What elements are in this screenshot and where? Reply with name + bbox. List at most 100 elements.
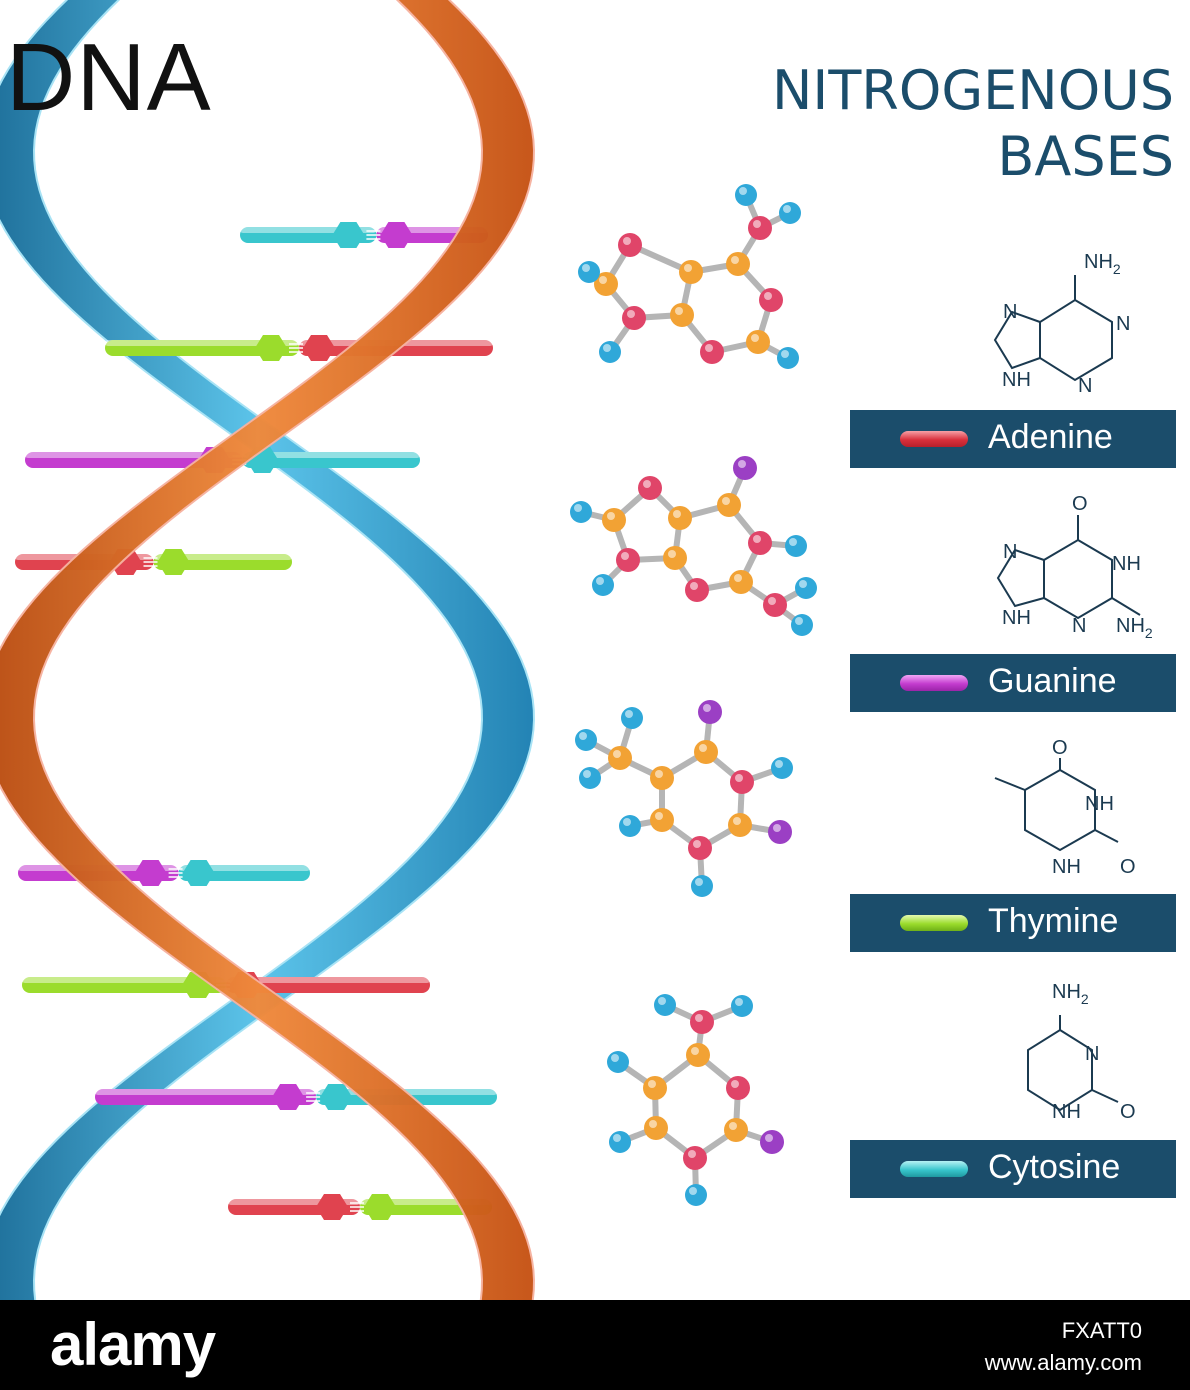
atom-highlight <box>768 597 776 605</box>
methyl-bond <box>994 777 1026 791</box>
rung-highlight <box>226 977 430 983</box>
rung-connector-left <box>316 1194 348 1220</box>
cytosine-molecule <box>607 994 784 1206</box>
atom-highlight <box>789 538 797 546</box>
carbon-atom <box>643 1076 667 1100</box>
atom-highlight <box>621 552 629 560</box>
hydrogen-atom <box>731 995 753 1017</box>
legend-thymine: Thymine <box>850 894 1176 952</box>
formula-text: NH2 <box>1052 981 1089 1007</box>
hydrogen-atom <box>599 341 621 363</box>
rung-connector-right <box>182 860 215 886</box>
adenine-molecule <box>578 184 801 369</box>
nitrogen-atom <box>688 836 712 860</box>
blue-strand <box>0 0 535 1300</box>
formula-text: O <box>1072 493 1088 515</box>
base-pair-rung <box>228 1194 492 1220</box>
guanine-color-pill <box>900 675 968 691</box>
oxygen-atom <box>760 1130 784 1154</box>
alamy-logo: alamy <box>50 1311 216 1378</box>
atom-highlight <box>688 1150 696 1158</box>
rung-left-segment <box>25 452 243 468</box>
nitrogen-atom <box>690 1010 714 1034</box>
atom-highlight <box>655 812 663 820</box>
atom-highlight <box>613 1134 621 1142</box>
atom-highlight <box>623 237 631 245</box>
hydrogen-atom <box>685 1184 707 1206</box>
watermark-site: www.alamy.com <box>984 1350 1142 1375</box>
atom-highlight <box>668 550 676 558</box>
formula-text: NH <box>1052 856 1081 878</box>
atom-highlight <box>738 460 746 468</box>
adenine-label: Adenine <box>988 418 1113 456</box>
orange-strand <box>0 0 535 1300</box>
atom-highlight <box>582 264 590 272</box>
hydrogen-atom <box>619 815 641 837</box>
nitrogen-atom <box>759 288 783 312</box>
rung-connector-right <box>364 1194 396 1220</box>
atom-highlight <box>795 617 803 625</box>
rung-left-segment <box>95 1089 317 1105</box>
carbon-atom <box>729 570 753 594</box>
atom-highlight <box>705 344 713 352</box>
formula-text: NH <box>1002 607 1031 629</box>
atom-highlight <box>583 770 591 778</box>
hydrogen-atom <box>795 577 817 599</box>
formula-text: O <box>1052 737 1068 759</box>
legend-cytosine: Cytosine <box>850 1140 1176 1198</box>
formula-text: N <box>1116 313 1130 335</box>
atom-highlight <box>693 840 701 848</box>
rung-connector-right <box>157 549 190 575</box>
hydrogen-atom <box>609 1131 631 1153</box>
hydrogen-atom <box>592 574 614 596</box>
thymine-label: Thymine <box>988 902 1119 940</box>
hydrogen-atom <box>785 535 807 557</box>
thymine-molecule <box>575 700 793 897</box>
formula-text: NH <box>1112 553 1141 575</box>
subscript-2: 2 <box>1081 991 1089 1007</box>
atom-highlight <box>775 760 783 768</box>
oxygen-atom <box>698 700 722 724</box>
helix-back-strands <box>0 0 535 1300</box>
nitrogen-atom <box>700 340 724 364</box>
atom-highlight <box>611 1054 619 1062</box>
atom-highlight <box>625 710 633 718</box>
ball-and-stick-molecules <box>570 184 817 1206</box>
formula-text: NH2 <box>1116 615 1153 641</box>
hydrogen-atom <box>654 994 676 1016</box>
atom-highlight <box>753 535 761 543</box>
rung-connector-right <box>320 1084 353 1110</box>
nitrogen-atom <box>763 593 787 617</box>
atom-highlight <box>781 350 789 358</box>
atom-highlight <box>799 580 807 588</box>
helix-front-strands <box>0 0 535 1300</box>
nitrogen-atom <box>622 306 646 330</box>
atom-highlight <box>655 770 663 778</box>
atom-highlight <box>733 817 741 825</box>
atom-highlight <box>695 878 703 886</box>
hydrogen-atom <box>579 767 601 789</box>
cytosine-label: Cytosine <box>988 1148 1121 1186</box>
rung-connector-left <box>255 335 287 361</box>
rung-connector-left <box>272 1084 305 1110</box>
formula-text: NH <box>1085 793 1114 815</box>
atom-highlight <box>675 307 683 315</box>
atom-highlight <box>734 574 742 582</box>
hydrogen-atom <box>621 707 643 729</box>
formula-text: O <box>1120 1101 1136 1123</box>
subscript-2: 2 <box>1113 261 1121 277</box>
hydrogen-atom <box>771 757 793 779</box>
atom-highlight <box>648 1080 656 1088</box>
thymine-color-pill <box>900 915 968 931</box>
heading-line-1: NITROGENOUS <box>772 59 1174 122</box>
rung-highlight <box>153 554 292 560</box>
atom-highlight <box>623 818 631 826</box>
atom-highlight <box>731 256 739 264</box>
atom-highlight <box>599 276 607 284</box>
carbon-atom <box>728 813 752 837</box>
atom-highlight <box>739 187 747 195</box>
nitrogen-atom <box>685 578 709 602</box>
legend-adenine: Adenine <box>850 410 1176 468</box>
